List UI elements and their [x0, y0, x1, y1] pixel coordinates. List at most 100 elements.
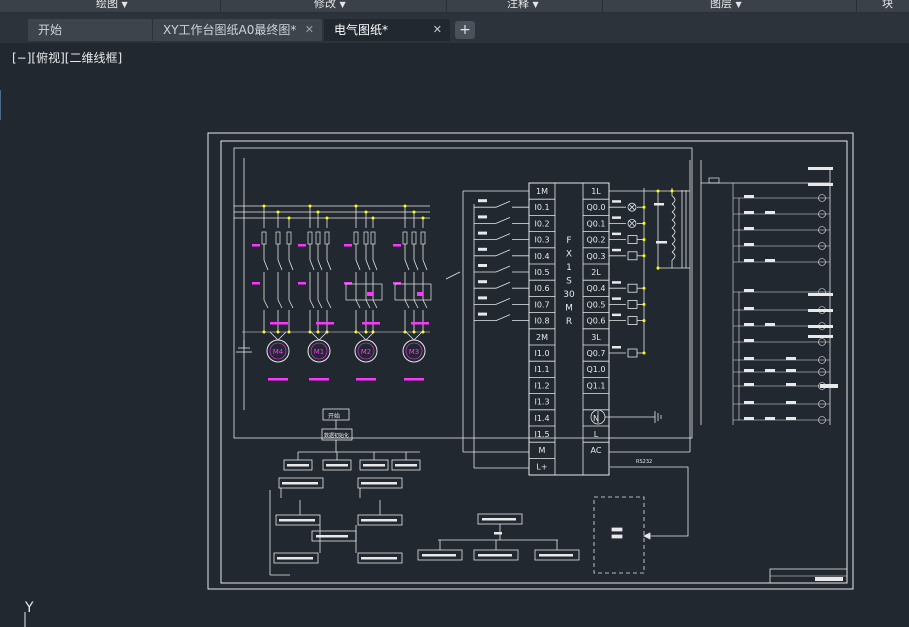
ladder-contact	[744, 369, 754, 372]
flowchart-start-label: 开始	[328, 412, 340, 420]
motor-label: M3	[409, 348, 420, 356]
switch-label	[478, 215, 487, 219]
wire	[357, 331, 367, 341]
wire	[422, 259, 428, 271]
plc-output-terminal: Q0.3	[586, 252, 605, 261]
plc-input-terminal: I1.3	[534, 398, 549, 407]
plc-input-terminal: I0.2	[534, 219, 549, 228]
junction-node	[316, 210, 320, 214]
plc-input-terminal: I0.6	[534, 284, 549, 293]
plc-model-char: S	[566, 277, 572, 287]
wire	[405, 331, 415, 341]
viewport-controls[interactable]: [−][俯视][二维线框]	[12, 51, 123, 65]
fuse-icon	[307, 231, 313, 245]
tab-label: 开始	[38, 23, 63, 37]
flowchart-text	[287, 464, 309, 467]
motor-circuits	[252, 204, 432, 334]
flowchart-text	[539, 554, 573, 557]
ladder-contact	[744, 195, 754, 198]
output-label	[612, 313, 621, 317]
wire	[326, 299, 332, 309]
tab-start[interactable]: 开始	[28, 19, 152, 41]
ladder-coil	[818, 400, 826, 408]
junction-node	[642, 205, 646, 209]
output-label	[612, 200, 621, 203]
tab-electrical-drawing[interactable]: 电气图纸* ✕	[324, 19, 450, 41]
plc-output-terminal: 3L	[591, 333, 601, 342]
junction-node	[262, 204, 266, 208]
ribbon-group-modify[interactable]: 修改 ▼	[314, 0, 346, 11]
plc-input-terminal: I0.1	[534, 203, 549, 212]
plc-model-char: X	[566, 250, 572, 260]
plc-output-terminal: AC	[591, 446, 602, 455]
fuse-icon	[402, 231, 408, 245]
chevron-down-icon: ▼	[735, 0, 742, 9]
junction-node	[403, 204, 407, 208]
ladder-contact	[744, 227, 754, 230]
plc-module: 1MI0.1I0.2I0.3I0.4I0.5I0.6I0.7I0.82MI1.0…	[528, 182, 610, 476]
ribbon-group-annotate[interactable]: 注释 ▼	[507, 0, 539, 11]
relay-coil-icon	[627, 251, 638, 261]
ladder-contact	[765, 369, 775, 372]
output-loads	[609, 160, 691, 453]
ladder-contact	[744, 339, 754, 342]
junction-node	[287, 216, 291, 220]
ladder-diagram	[700, 160, 838, 425]
sheet-outer-border	[207, 132, 854, 590]
ladder-contact	[786, 369, 796, 372]
overload-marker	[417, 292, 423, 296]
flowchart-box	[278, 477, 324, 489]
ribbon-group-label: 块	[882, 0, 893, 10]
breaker-label	[252, 244, 260, 247]
lamp-icon	[627, 202, 637, 212]
output-label	[612, 281, 621, 284]
contactor-label	[298, 282, 306, 285]
junction-node	[262, 330, 266, 334]
flowchart-text	[282, 482, 318, 485]
plc-output-terminal: Q0.4	[586, 284, 605, 293]
transformer-label	[656, 241, 667, 244]
junction-node	[642, 254, 646, 258]
flowchart-text	[422, 554, 456, 557]
rs232-label: RS232	[636, 459, 652, 465]
ribbon-group-layers[interactable]: 图层 ▼	[710, 0, 742, 11]
ladder-contact	[744, 357, 754, 360]
rs232-link	[593, 466, 689, 574]
motor-symbol	[307, 339, 331, 363]
flowchart-text	[277, 557, 313, 560]
junction-node	[642, 221, 646, 225]
plc-input-terminal: 1M	[536, 187, 548, 196]
close-icon[interactable]: ✕	[432, 23, 442, 36]
title-block-label	[815, 577, 843, 581]
junction-node	[642, 351, 646, 355]
wire	[277, 259, 283, 271]
ladder-coil	[818, 356, 826, 364]
wire	[495, 298, 511, 305]
ladder-coil	[818, 226, 826, 234]
output-label	[612, 297, 621, 300]
ladder-coil	[818, 258, 826, 266]
wire	[445, 271, 461, 280]
flowchart-box	[359, 459, 389, 471]
junction-node	[642, 238, 646, 242]
switch-label	[478, 231, 487, 235]
tab-xy-worktable[interactable]: XY工作台图纸A0最终图* ✕	[153, 19, 322, 41]
flowchart-text	[478, 554, 512, 557]
plc-input-terminal: 2M	[536, 333, 548, 342]
ladder-coil	[818, 306, 826, 314]
power-frame	[233, 147, 693, 439]
terminal-label	[270, 322, 288, 325]
ribbon-group-block[interactable]: 块	[882, 0, 893, 11]
new-tab-button[interactable]: +	[455, 21, 475, 39]
close-icon[interactable]: ✕	[304, 23, 314, 36]
wire	[422, 299, 428, 309]
ribbon-group-draw[interactable]: 绘图 ▼	[96, 0, 128, 11]
switch-label	[478, 247, 487, 251]
ribbon-group-label: 绘图	[96, 0, 118, 10]
file-tab-bar: 开始 XY工作台图纸A0最终图* ✕ 电气图纸* ✕ +	[0, 13, 909, 43]
plc-ground-symbol	[590, 409, 662, 425]
wire	[309, 299, 315, 309]
flowchart-text	[482, 518, 516, 521]
plc-input-terminal: I1.5	[534, 430, 549, 439]
